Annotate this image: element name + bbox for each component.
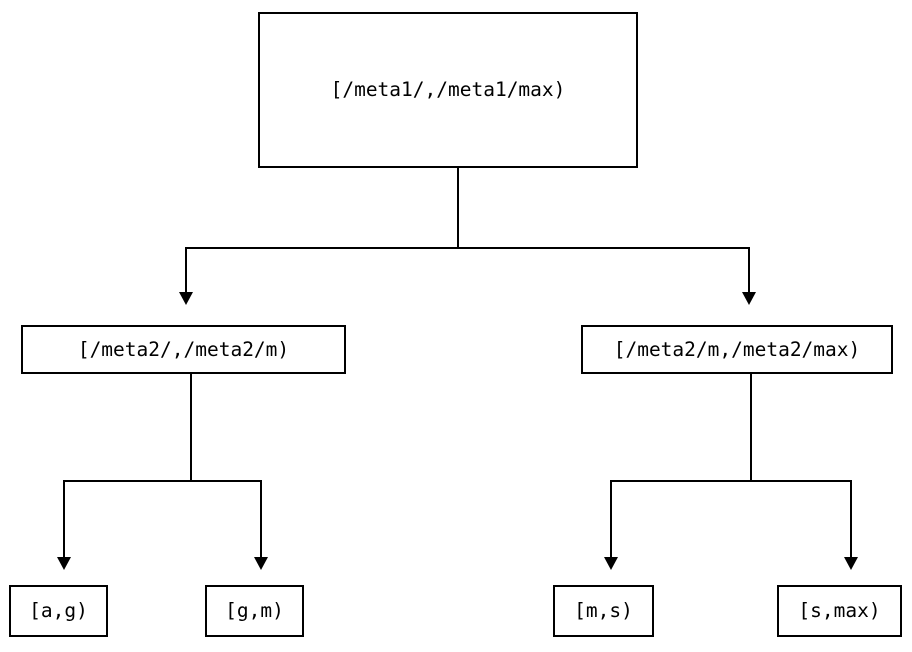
edge-mid-left-to-leaf-2 — [260, 480, 262, 557]
tree-node-leaf-3[interactable]: [m,s) — [553, 585, 654, 637]
edge-mid-right-crossbar — [610, 480, 852, 482]
edge-root-stem — [457, 168, 459, 248]
arrowhead-root-to-mid-left-icon — [179, 292, 193, 305]
tree-node-mid-left[interactable]: [/meta2/,/meta2/m) — [21, 325, 346, 374]
tree-node-leaf-1-label: [a,g) — [29, 599, 88, 623]
tree-node-leaf-4[interactable]: [s,max) — [777, 585, 902, 637]
tree-node-mid-right[interactable]: [/meta2/m,/meta2/max) — [581, 325, 893, 374]
tree-node-leaf-4-label: [s,max) — [798, 599, 881, 623]
edge-mid-right-to-leaf-4 — [850, 480, 852, 557]
edge-mid-left-to-leaf-1 — [63, 480, 65, 557]
edge-mid-left-stem — [190, 374, 192, 482]
tree-node-mid-left-label: [/meta2/,/meta2/m) — [77, 337, 290, 361]
tree-node-root[interactable]: [/meta1/,/meta1/max) — [258, 12, 638, 168]
edge-root-crossbar — [185, 247, 750, 249]
tree-node-leaf-2-label: [g,m) — [225, 599, 284, 623]
tree-node-root-label: [/meta1/,/meta1/max) — [330, 78, 566, 102]
tree-node-leaf-2[interactable]: [g,m) — [205, 585, 304, 637]
tree-node-leaf-3-label: [m,s) — [574, 599, 633, 623]
arrowhead-mid-right-to-leaf-3-icon — [604, 557, 618, 570]
arrowhead-root-to-mid-right-icon — [742, 292, 756, 305]
edge-root-to-mid-left — [185, 247, 187, 292]
arrowhead-mid-right-to-leaf-4-icon — [844, 557, 858, 570]
arrowhead-mid-left-to-leaf-1-icon — [57, 557, 71, 570]
tree-node-leaf-1[interactable]: [a,g) — [9, 585, 108, 637]
edge-mid-right-stem — [750, 374, 752, 482]
edge-mid-right-to-leaf-3 — [610, 480, 612, 557]
tree-node-mid-right-label: [/meta2/m,/meta2/max) — [613, 337, 861, 361]
edge-mid-left-crossbar — [63, 480, 262, 482]
edge-root-to-mid-right — [748, 247, 750, 292]
arrowhead-mid-left-to-leaf-2-icon — [254, 557, 268, 570]
